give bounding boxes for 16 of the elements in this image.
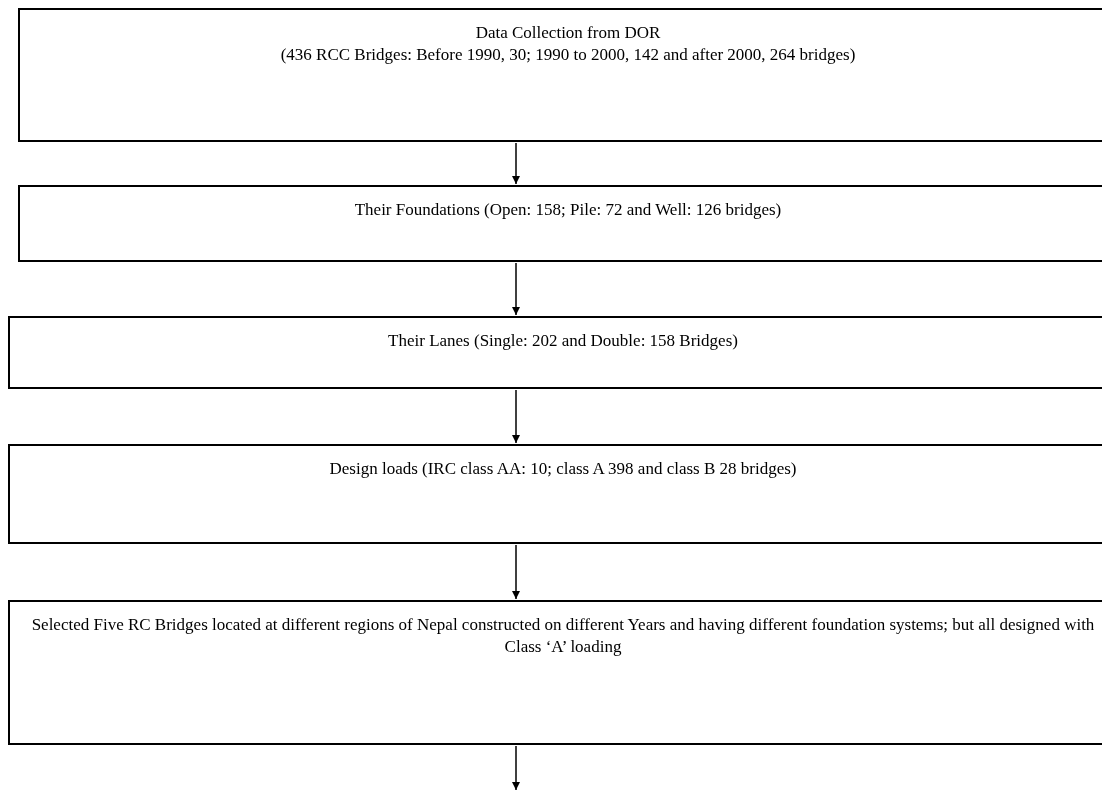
arrow <box>512 142 520 185</box>
box-text: Their Foundations (Open: 158; Pile: 72 and Well: 126 bridges) <box>354 200 782 219</box>
arrow <box>512 544 520 600</box>
arrow <box>512 745 520 791</box>
box-text: Data Collection from DOR <box>475 23 661 42</box>
box-text: Selected Five RC Bridges located at different regions of Nepal constructed on different Years and having different foundation systems; but all designed with Class ‘A’ loading <box>31 615 1095 656</box>
box-text: (436 RCC Bridges: Before 1990, 30; 1990 to 2000, 142 and after 2000, 264 bridges) <box>280 45 856 64</box>
arrow <box>512 389 520 444</box>
box-text: Their Lanes (Single: 202 and Double: 158 Bridges) <box>388 331 738 350</box>
box-text: Design loads (IRC class AA: 10; class A 398 and class B 28 bridges) <box>329 459 797 478</box>
arrow <box>512 262 520 316</box>
process-box <box>8 316 1102 389</box>
process-box <box>8 600 1102 745</box>
process-box <box>18 8 1102 142</box>
process-box <box>18 185 1102 262</box>
process-box <box>8 444 1102 544</box>
